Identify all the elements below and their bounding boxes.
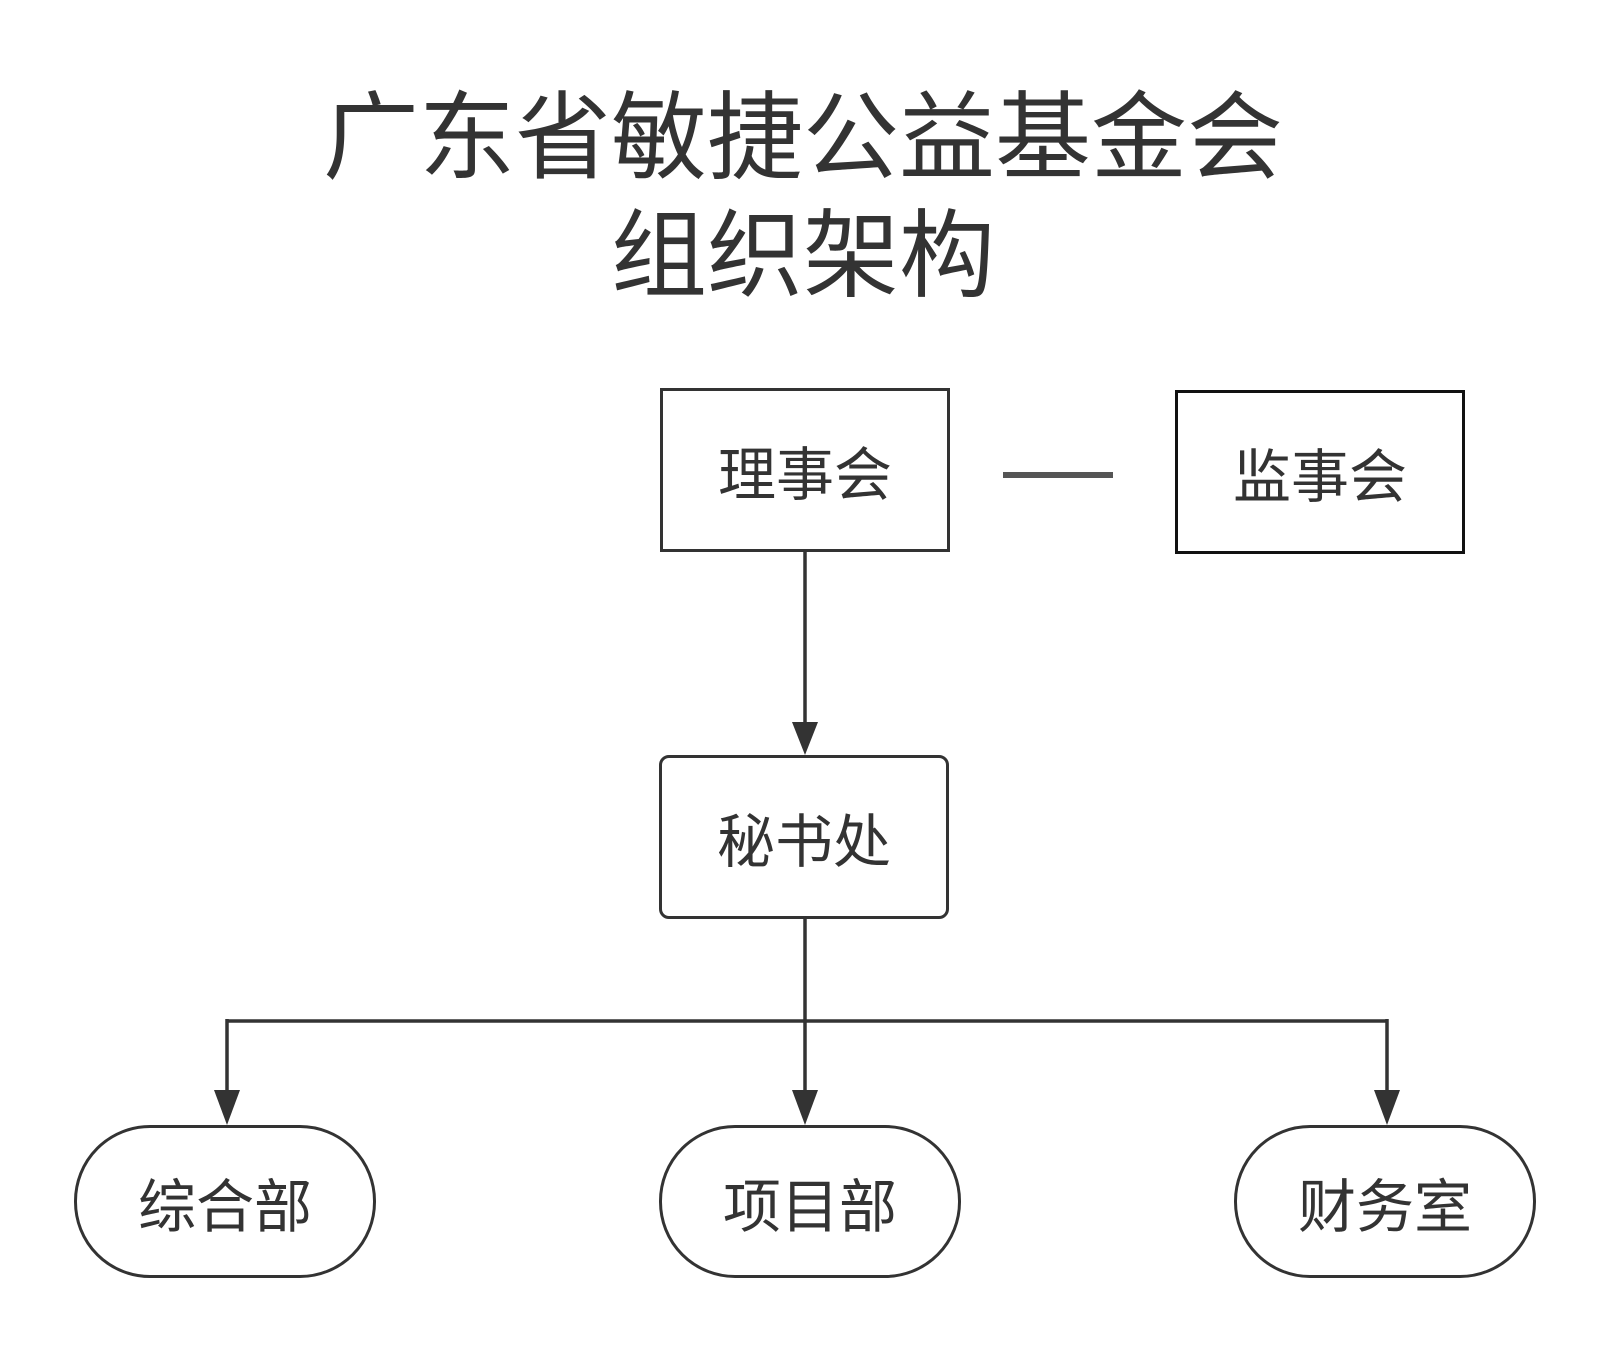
diagram-title: 广东省敏捷公益基金会 xyxy=(323,82,1283,194)
project-dept-label: 项目部 xyxy=(722,1172,897,1241)
secretariat-to-general-arrowhead xyxy=(214,1090,240,1125)
secretariat-to-finance-arrowhead xyxy=(1374,1090,1400,1125)
secretariat-label: 秘书处 xyxy=(716,808,891,876)
finance-office-node: 财务室 xyxy=(1234,1125,1536,1278)
secretariat-node: 秘书处 xyxy=(659,755,949,919)
secretariat-to-project-arrowhead xyxy=(792,1090,818,1125)
diagram-subtitle: 组织架构 xyxy=(611,200,995,312)
board-label: 理事会 xyxy=(717,441,892,509)
board-node: 理事会 xyxy=(660,388,950,552)
general-dept-label: 综合部 xyxy=(137,1172,312,1241)
project-dept-node: 项目部 xyxy=(659,1125,961,1278)
supervisors-node: 监事会 xyxy=(1175,390,1465,554)
board-to-secretariat-arrowhead xyxy=(792,722,818,755)
supervisors-label: 监事会 xyxy=(1232,443,1407,511)
finance-office-label: 财务室 xyxy=(1297,1172,1472,1241)
general-dept-node: 综合部 xyxy=(74,1125,376,1278)
